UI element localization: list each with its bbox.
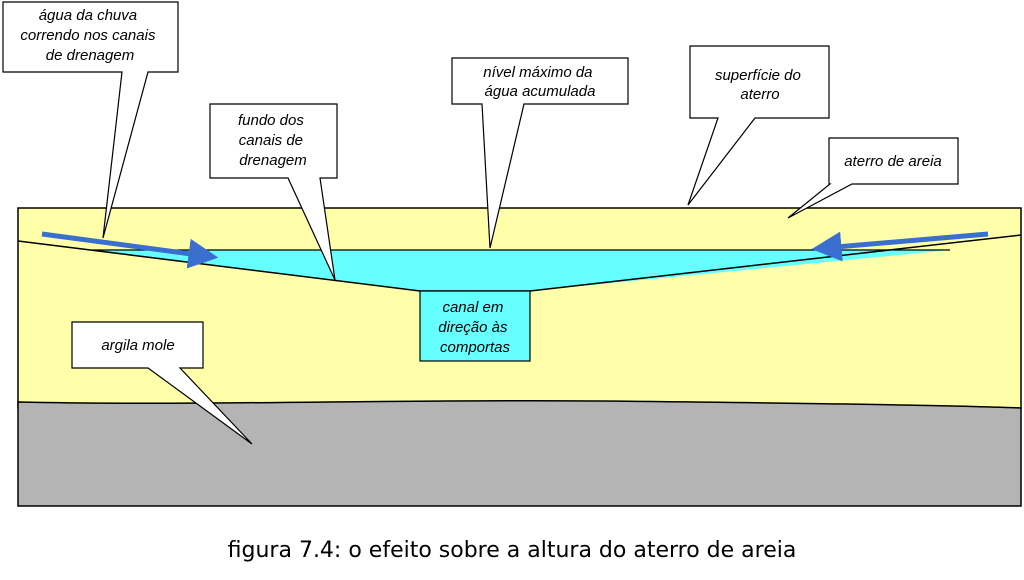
figure-caption: figura 7.4: o efeito sobre a altura do a… — [227, 538, 797, 563]
svg-text:água da chuva correndo n: água da chuva correndo nos canais de dre… — [20, 7, 159, 64]
flow-arrow-right — [811, 231, 989, 262]
callout-rain-water-line-2: correndo nos canais — [20, 27, 156, 44]
accumulated-water — [92, 250, 950, 291]
callout-channel-bottom-line-2: canais de — [239, 132, 303, 149]
svg-text:fundo dos canais de: fundo dos canais de drenagem — [238, 112, 308, 169]
callout-soft-clay: argila mole — [71, 321, 253, 445]
svg-text:superfície do aterro: superfície do aterro — [715, 67, 805, 103]
callout-channel-bottom-line-3: drenagem — [239, 152, 307, 169]
callout-fill-surface-line-1: superfície do — [715, 67, 801, 84]
svg-text:canal em direção às: canal em direção às comportas — [438, 299, 511, 356]
channel-label-line-2: direção às — [438, 319, 508, 336]
callout-channel-bottom-line-1: fundo dos — [238, 112, 304, 129]
channel-label-line-1: canal em — [442, 299, 503, 316]
callout-soft-clay-line-1: argila mole — [101, 337, 174, 354]
flow-arrow-left — [41, 231, 219, 269]
svg-text:nível máximo da água acu: nível máximo da água acumulada — [483, 64, 596, 100]
callout-fill-surface: superfície do aterro — [687, 45, 830, 206]
channel-label-line-3: comportas — [440, 339, 511, 356]
callout-rain-water-line-1: água da chuva — [39, 7, 137, 24]
soft-clay-layer — [17, 399, 1022, 507]
callout-sand-fill-line-1: aterro de areia — [844, 153, 942, 170]
callout-fill-surface-line-2: aterro — [740, 86, 779, 103]
callout-max-level-line-2: água acumulada — [485, 83, 596, 100]
callout-rain-water-line-3: de drenagem — [46, 47, 134, 64]
svg-text:aterro de areia: aterro de areia — [844, 153, 942, 170]
callout-max-water-level: nível máximo da água acumulada — [451, 57, 629, 249]
svg-text:argila mole: argila mole — [101, 337, 174, 354]
callout-channel-bottom: fundo dos canais de drenagem — [209, 103, 338, 281]
channel-label: canal em direção às comportas — [419, 290, 531, 362]
callout-rain-water: água da chuva correndo nos canais de dre… — [2, 1, 179, 239]
callout-sand-fill: aterro de areia — [787, 137, 959, 219]
callout-max-level-line-1: nível máximo da — [483, 64, 592, 81]
